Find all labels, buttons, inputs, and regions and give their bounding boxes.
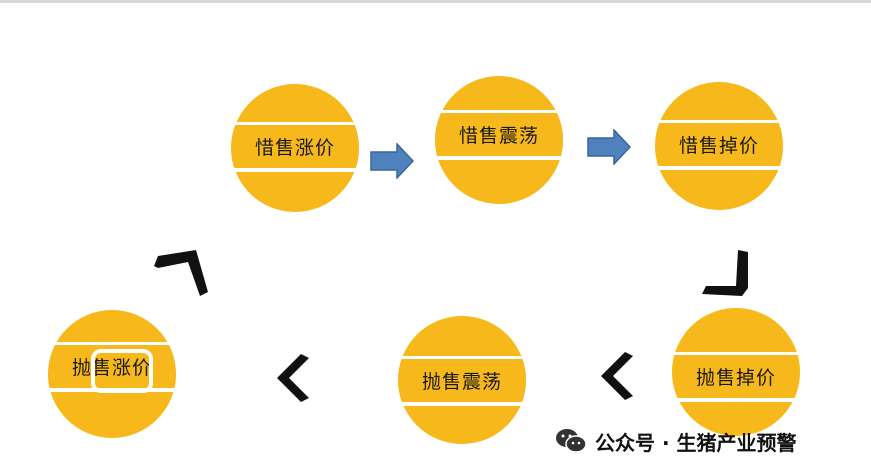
node-label: 抛售震荡 [398, 359, 526, 402]
arrow-up-left-icon [154, 250, 208, 296]
watermark-text: 公众号 · 生猪产业预警 [595, 430, 797, 455]
wechat-icon [556, 429, 587, 453]
node-dump-rise: 抛售涨价 [48, 310, 176, 438]
node-hoard-oscillate: 惜售震荡 [435, 76, 563, 204]
node-label: 惜售掉价 [655, 123, 783, 166]
arrow-right-icon [370, 143, 415, 179]
node-hoard-fall: 惜售掉价 [655, 82, 783, 210]
chat-bubble-icon [91, 349, 153, 393]
arrow-right-icon [587, 129, 632, 165]
arrow-down-icon [702, 250, 748, 296]
arrow-left-icon [277, 354, 309, 402]
node-label: 惜售震荡 [435, 113, 563, 156]
node-label: 抛售掉价 [672, 355, 800, 398]
arrow-left-icon [601, 352, 633, 400]
watermark: 公众号 · 生猪产业预警 [555, 424, 797, 458]
node-hoard-rise: 惜售涨价 [231, 84, 359, 212]
top-border-line [0, 0, 871, 3]
node-label: 惜售涨价 [231, 125, 359, 168]
node-dump-oscillate: 抛售震荡 [398, 316, 526, 444]
node-dump-fall: 抛售掉价 [672, 308, 800, 436]
